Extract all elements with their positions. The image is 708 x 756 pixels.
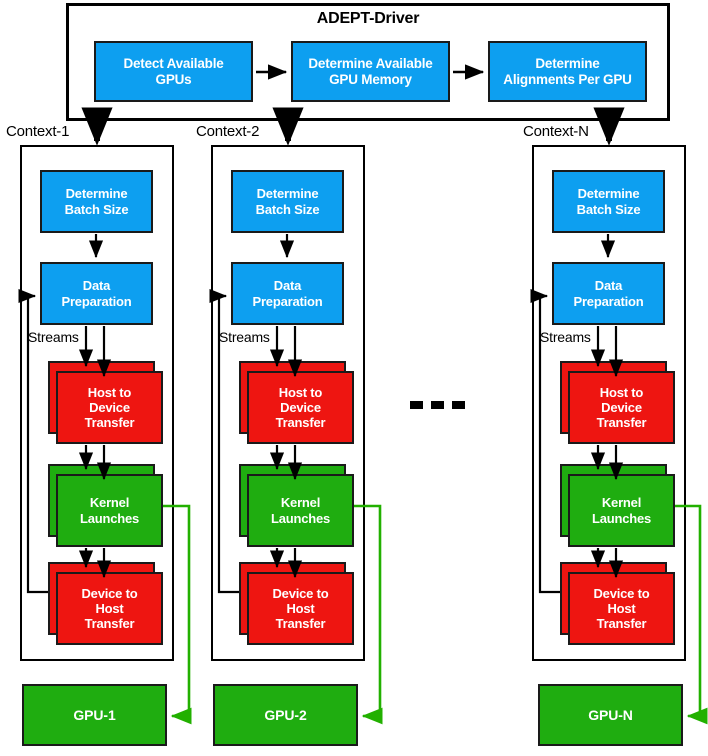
gpu-box-gpu-n-label: GPU-N [588,707,633,723]
ellipsis-dot-2 [431,401,444,409]
gpu-box-gpu-2-label: GPU-2 [264,707,307,723]
context-label-context-2: Context-2 [196,123,260,140]
gpu-box-gpu-n[interactable]: GPU-N [538,684,683,746]
adept-driver-title: ADEPT-Driver [316,10,420,27]
gpu-box-gpu-1-label: GPU-1 [73,707,116,723]
context-1-streams-label: Streams [28,329,79,345]
context-ellipsis [410,398,466,412]
gpu-box-gpu-1[interactable]: GPU-1 [22,684,167,746]
context-label-context-1: Context-1 [6,123,70,140]
ellipsis-dot-3 [452,401,465,409]
context-label-context-n: Context-N [523,123,589,140]
ellipsis-dot-1 [410,401,423,409]
context-n-streams-label: Streams [540,329,591,345]
gpu-box-gpu-2[interactable]: GPU-2 [213,684,358,746]
context-2-streams-label: Streams [219,329,270,345]
